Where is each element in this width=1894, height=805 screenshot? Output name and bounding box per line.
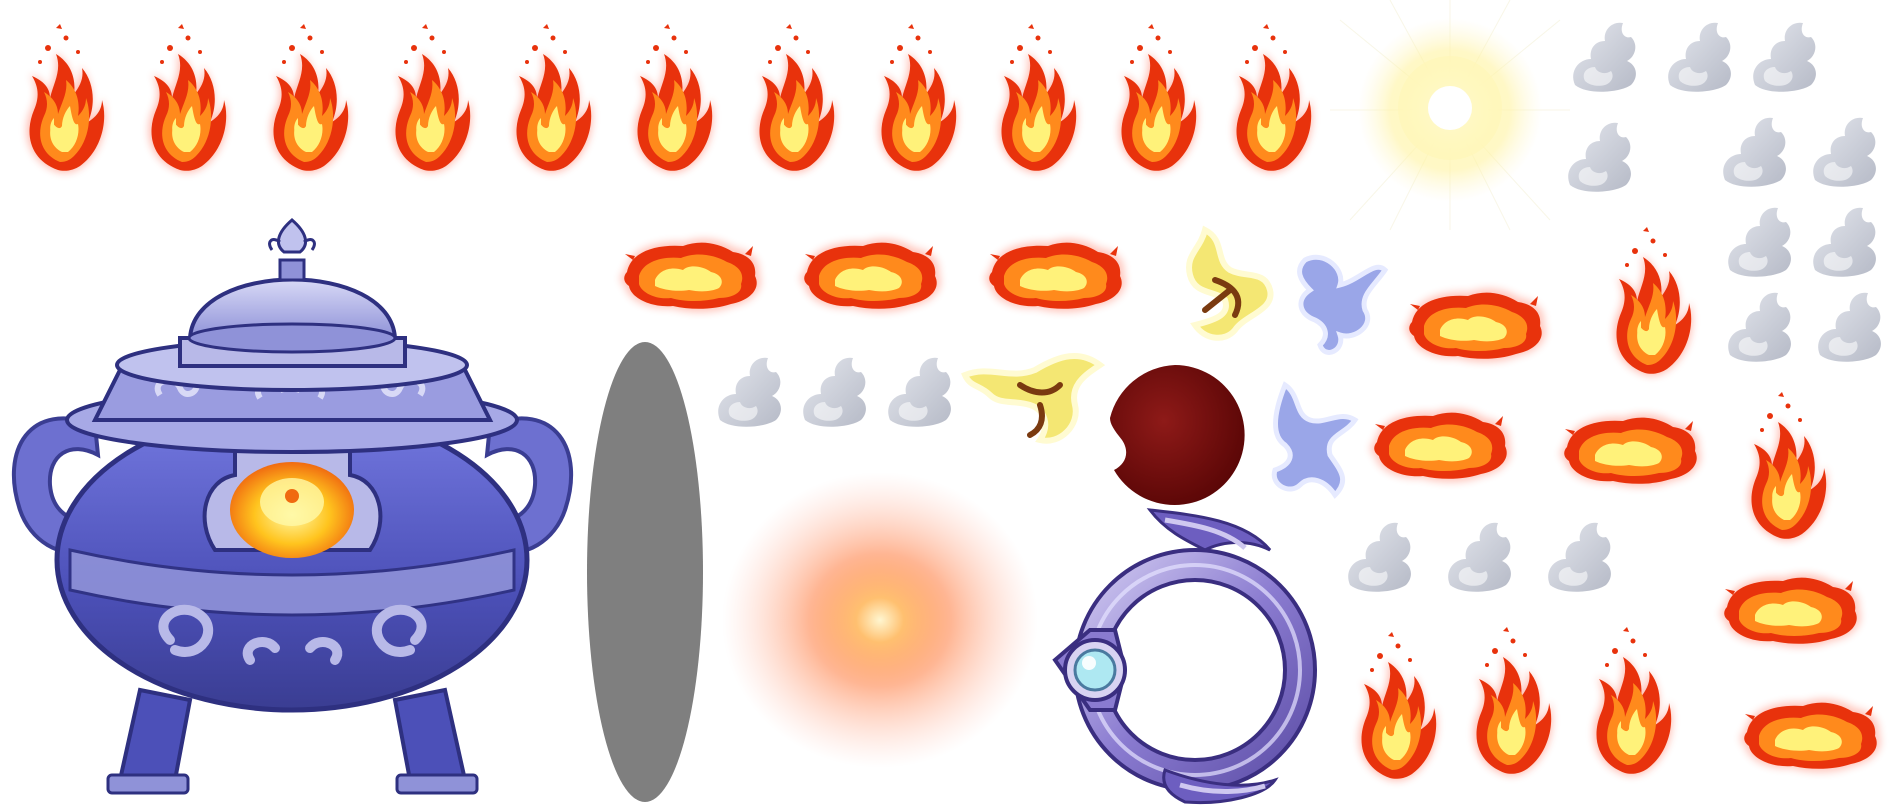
hflame-frame-2-icon: [801, 239, 941, 313]
flame-frame-16-icon: [1594, 627, 1673, 776]
gold-rune-icon: [1186, 225, 1274, 341]
incense-burner-icon: [11, 218, 574, 795]
hflame-frame-3-icon: [986, 239, 1126, 313]
flame-frame-6-icon: [635, 24, 714, 173]
smoke-trio: [718, 357, 951, 427]
flame-frame-12-icon: [1614, 227, 1693, 376]
hflame-frame-8-icon: [1741, 699, 1881, 773]
smoke-puff-icon: [1448, 522, 1511, 592]
gold-rune-icon: [961, 352, 1106, 444]
dark-disc-icon: [1110, 365, 1245, 505]
flame-frame-14-icon: [1359, 632, 1438, 781]
gold-rune-upper: [1175, 220, 1285, 350]
smoke-puff-icon: [718, 357, 781, 427]
smoke-puff-icon: [1813, 117, 1876, 187]
dark-disc: [1100, 360, 1250, 510]
horizontal-flame-strip: [615, 225, 1175, 325]
flame-frame-10-icon: [1119, 24, 1198, 173]
flame-frame-15-icon: [1474, 627, 1553, 776]
smoke-puff-icon: [1568, 122, 1631, 192]
ring-artifact-icon: [1052, 508, 1317, 805]
flame-frame-13-icon: [1749, 392, 1828, 541]
smoke-puff-icon: [1753, 22, 1816, 92]
smoke-puff-icon: [1668, 22, 1731, 92]
sun-glow-icon: [1330, 0, 1570, 231]
hflame-frame-4-icon: [1406, 289, 1546, 363]
vertical-flame-frames: [0, 0, 1340, 215]
hflame-frame-6-icon: [1561, 414, 1701, 488]
gold-rune-lower: [960, 345, 1110, 455]
smoke-puff-icon: [1548, 522, 1611, 592]
smoke-puff-icon: [888, 357, 951, 427]
smoke-puff-icon: [1573, 22, 1636, 92]
blue-rune-lower: [1255, 375, 1370, 505]
gray-ellipse-mask: [585, 340, 705, 805]
smoke-puff-icon: [1348, 522, 1411, 592]
flame-frame-3-icon: [271, 24, 350, 173]
flame-frame-5-icon: [514, 24, 593, 173]
flame-frame-1-icon: [27, 24, 106, 173]
ring-artifact: [1052, 508, 1320, 805]
hflame-frame-7-icon: [1721, 574, 1861, 648]
smoke-trio-middle: [710, 340, 970, 450]
smoke-puff-icon: [803, 357, 866, 427]
orange-glow-icon: [722, 472, 1038, 768]
flame-frame-4-icon: [393, 24, 472, 173]
incense-burner: [0, 218, 585, 805]
orange-glow: [720, 470, 1040, 770]
right-flame-group: [1340, 225, 1894, 805]
smoke-puff-icon: [1723, 117, 1786, 187]
ellipse-shape-icon: [587, 342, 703, 802]
horizontal-flame-frames-row: [615, 225, 1175, 325]
right-flame-cluster: [1348, 225, 1894, 805]
blue-rune-icon: [1271, 381, 1359, 499]
blue-rune-upper: [1285, 240, 1395, 365]
flame-frame-9-icon: [999, 24, 1078, 173]
blue-rune-icon: [1297, 254, 1389, 355]
flame-frame-7-icon: [757, 24, 836, 173]
flame-frame-2-icon: [149, 24, 228, 173]
flame-frame-11-icon: [1234, 24, 1313, 173]
flame-frame-8-icon: [879, 24, 958, 173]
hflame-frame-5-icon: [1371, 409, 1511, 483]
sun-glow: [1330, 0, 1570, 231]
vertical-flame-strip: [0, 0, 1340, 215]
hflame-frame-1-icon: [621, 239, 761, 313]
